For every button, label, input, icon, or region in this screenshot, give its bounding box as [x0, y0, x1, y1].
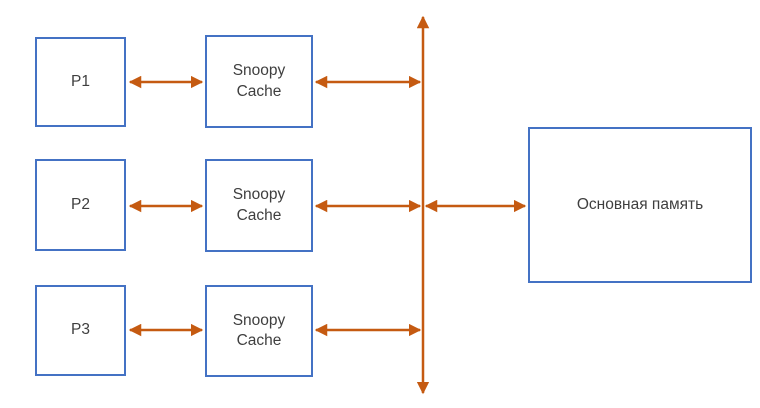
processor-label: P2: [71, 195, 90, 213]
cache-label: Snoopy Cache: [232, 62, 286, 100]
snoopy-cache-box-3: Snoopy Cache: [205, 285, 313, 377]
main-memory-box: Основная память: [528, 127, 752, 283]
processor-label: P3: [71, 321, 90, 339]
processor-box-p1: P1: [35, 37, 126, 127]
cache-label: Snoopy Cache: [232, 186, 286, 224]
processor-box-p2: P2: [35, 159, 126, 251]
main-memory-label: Основная память: [576, 195, 704, 213]
processor-label: P1: [71, 72, 90, 90]
processor-box-p3: P3: [35, 285, 126, 376]
snoopy-cache-box-1: Snoopy Cache: [205, 35, 313, 128]
cache-label: Snoopy Cache: [232, 311, 286, 349]
snoopy-cache-box-2: Snoopy Cache: [205, 159, 313, 252]
